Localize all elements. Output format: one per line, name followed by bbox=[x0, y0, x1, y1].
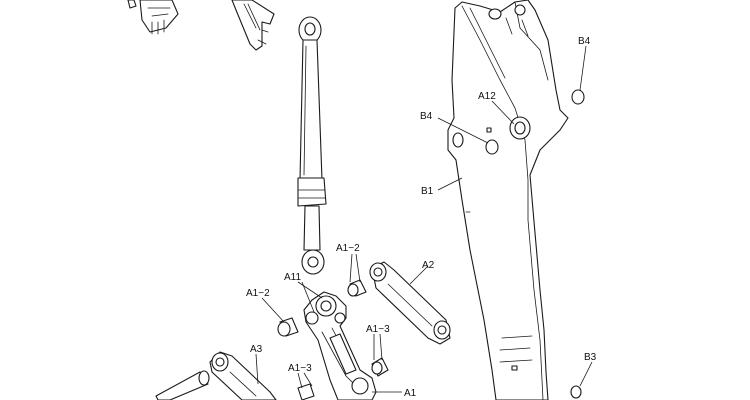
label-a1-3-right: A1−3 bbox=[366, 324, 390, 335]
link-part-top bbox=[231, 0, 275, 51]
pin bbox=[155, 370, 210, 400]
bushing-a1-2-left bbox=[277, 317, 299, 337]
label-a2: A2 bbox=[422, 260, 435, 271]
link-a1 bbox=[303, 291, 377, 400]
label-b3: B3 bbox=[584, 352, 597, 363]
link-a2 bbox=[369, 261, 451, 345]
label-a1-2-upper: A1−2 bbox=[336, 243, 360, 254]
label-a1-3-lower: A1−3 bbox=[288, 363, 312, 374]
bushing-a1-2-upper bbox=[347, 279, 367, 297]
label-a11: A11 bbox=[284, 272, 301, 283]
label-a1-2-left: A1−2 bbox=[246, 288, 270, 299]
hydraulic-cylinder bbox=[297, 16, 327, 275]
label-a1: A1 bbox=[404, 388, 417, 399]
ring-b4-left bbox=[485, 139, 499, 155]
label-b4-left: B4 bbox=[420, 111, 433, 122]
leader-lines bbox=[255, 45, 593, 393]
boom-b1 bbox=[447, 0, 569, 400]
label-b4-top: B4 bbox=[578, 36, 591, 47]
ring-b4-upper bbox=[571, 89, 585, 105]
bucket-part bbox=[127, 0, 179, 35]
link-a3 bbox=[209, 351, 277, 400]
part-labels: B4 A12 B4 B1 A1−2 A2 A11 A1−2 A1−3 A3 B3… bbox=[246, 36, 597, 399]
label-b1: B1 bbox=[421, 186, 434, 197]
label-a3: A3 bbox=[250, 344, 263, 355]
label-a12: A12 bbox=[478, 91, 496, 102]
bushing-a1-3-lower bbox=[297, 383, 315, 400]
bushing-a1-3-right bbox=[371, 357, 389, 377]
ring-b3 bbox=[570, 385, 582, 399]
